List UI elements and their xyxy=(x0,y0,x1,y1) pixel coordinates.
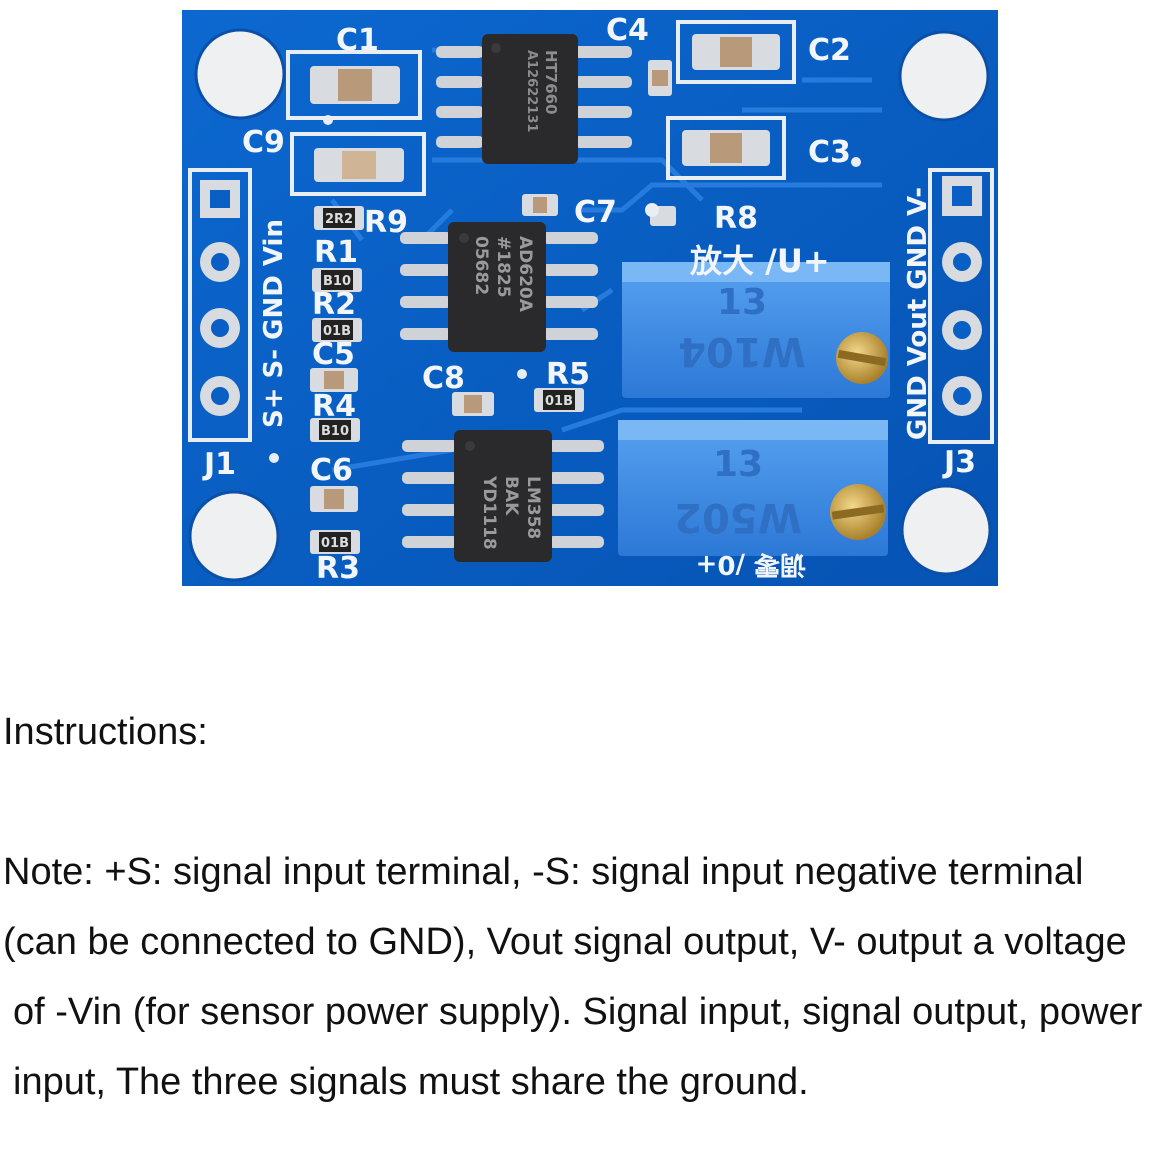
u1-line2: A12622131 xyxy=(524,50,539,132)
u2-line3: 05682 xyxy=(471,236,491,295)
label-zero: 调零 /0+ xyxy=(696,549,806,579)
label-r8: R8 xyxy=(714,201,758,236)
u2-line1: AD620A xyxy=(515,236,535,313)
label-c1: C1 xyxy=(336,23,379,58)
label-j3: J3 xyxy=(942,445,976,480)
label-r4: R4 xyxy=(312,389,356,424)
label-c4: C4 xyxy=(606,13,649,48)
resistor-group: 2R2 B10 01B 01B B10 01B xyxy=(310,206,676,554)
r1-code: B10 xyxy=(323,274,351,289)
r2-code: 01B xyxy=(323,324,351,339)
note-line-4: input, The three signals must share the … xyxy=(13,1061,809,1103)
label-c9: C9 xyxy=(242,125,285,160)
label-c2: C2 xyxy=(808,33,851,68)
r5-code: 01B xyxy=(545,394,573,409)
header-j1 xyxy=(188,168,252,442)
label-r3: R3 xyxy=(316,551,360,586)
pcb-photo: 2R2 B10 01B 01B B10 01B HT7660 A12622131 xyxy=(182,10,998,586)
mount-hole-br xyxy=(900,484,992,576)
capacitor-group xyxy=(310,34,780,512)
label-c3: C3 xyxy=(808,135,851,170)
mount-hole-bl xyxy=(188,490,280,582)
chip-u2: AD620A #1825 05682 xyxy=(400,222,598,352)
label-j1: J1 xyxy=(202,447,236,482)
potentiometer-gain: 13 W104 xyxy=(622,262,890,398)
label-c6: C6 xyxy=(310,453,353,488)
label-right-header: GND Vout GND V- xyxy=(903,187,933,440)
label-left-header: S+ S- GND Vin xyxy=(259,219,289,428)
u3-line1: LM358 xyxy=(523,476,543,539)
note-line-1: Note: +S: signal input terminal, -S: sig… xyxy=(3,851,1084,893)
mount-hole-tl xyxy=(194,28,286,120)
note-line-2: (can be connected to GND), Vout signal o… xyxy=(3,921,1127,963)
mount-hole-tr xyxy=(898,30,990,122)
label-c8: C8 xyxy=(422,361,465,396)
u3-line3: YD1118 xyxy=(479,475,499,550)
note-line-3: of -Vin (for sensor power supply). Signa… xyxy=(13,991,1143,1033)
instructions-heading: Instructions: xyxy=(3,711,208,753)
label-c5: C5 xyxy=(312,337,355,372)
label-r1: R1 xyxy=(314,235,358,270)
u1-line1: HT7660 xyxy=(542,50,560,115)
pot-zero-marking: W502 xyxy=(674,494,802,540)
pot-gain-marking: W104 xyxy=(678,328,806,374)
u2-line2: #1825 xyxy=(493,236,513,298)
label-r5: R5 xyxy=(546,357,590,392)
pot-zero-code: 13 xyxy=(713,444,763,485)
chip-u1: HT7660 A12622131 xyxy=(436,34,632,164)
r4-code: B10 xyxy=(321,424,349,439)
header-j3 xyxy=(928,168,994,444)
r9-code: 2R2 xyxy=(325,212,353,227)
label-c7: C7 xyxy=(574,195,617,230)
chip-u3: LM358 BAK YD1118 xyxy=(402,430,604,562)
label-gain: 放大 /U+ xyxy=(690,242,830,280)
r3-code: 01B xyxy=(321,536,349,551)
label-r9: R9 xyxy=(364,205,408,240)
potentiometer-zero: 13 W502 xyxy=(618,420,888,556)
u3-line2: BAK xyxy=(501,476,521,516)
pot-gain-code: 13 xyxy=(717,282,767,323)
label-r2: R2 xyxy=(312,287,356,322)
